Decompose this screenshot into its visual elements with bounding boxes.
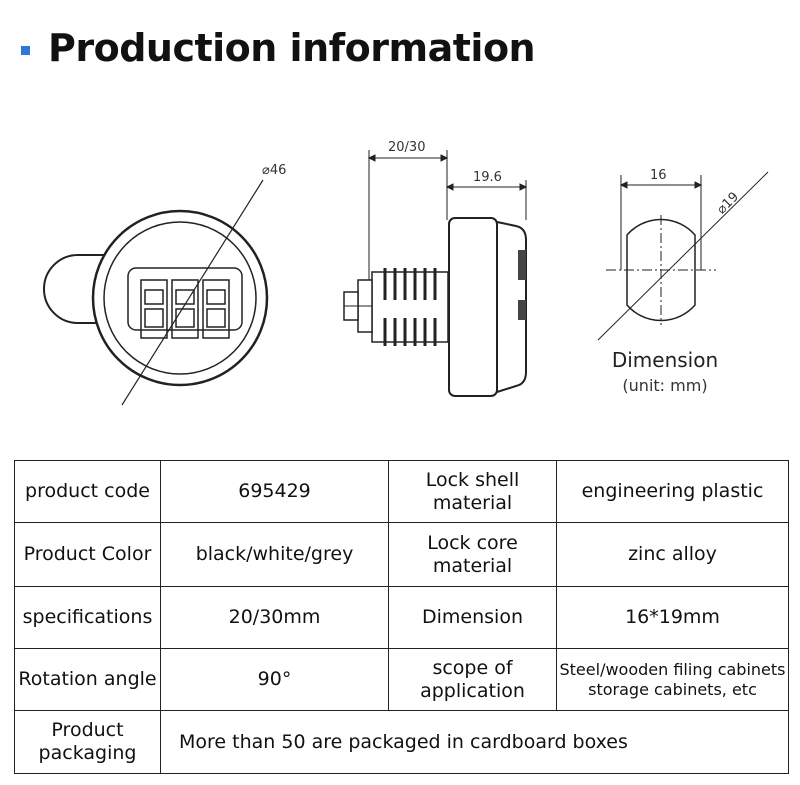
spec-value: engineering plastic xyxy=(556,460,789,523)
spec-value: Steel/wooden filing cabinets storage cab… xyxy=(556,648,789,711)
spec-label: scope of application xyxy=(388,648,557,711)
technical-drawing: ⌀46 20/30 19.6 xyxy=(43,140,769,406)
table-row: specifications 20/30mm Dimension 16*19mm xyxy=(14,586,789,649)
side-depth-label: 19.6 xyxy=(473,170,502,185)
side-width-label: 20/30 xyxy=(388,140,425,155)
spec-label: Product Color xyxy=(14,522,161,587)
front-view xyxy=(43,179,269,406)
spec-value: 16*19mm xyxy=(556,586,789,649)
cam-diameter-label: ⌀19 xyxy=(714,189,742,217)
table-row: Product packaging More than 50 are packa… xyxy=(14,710,789,774)
front-diameter-label: ⌀46 xyxy=(262,163,286,178)
threads xyxy=(383,268,437,346)
table-row: Product Color black/white/grey Lock core… xyxy=(14,522,789,587)
dimension-caption: Dimension xyxy=(611,348,719,372)
spec-value: black/white/grey xyxy=(160,522,389,587)
page-title: Production information xyxy=(48,26,536,70)
cam-width-label: 16 xyxy=(650,168,667,183)
title-bullet xyxy=(21,46,30,55)
dimension-unit: (unit: mm) xyxy=(622,376,708,395)
spec-value: zinc alloy xyxy=(556,522,789,587)
spec-label: product code xyxy=(14,460,161,523)
side-view xyxy=(343,150,528,397)
spec-label: Dimension xyxy=(388,586,557,649)
table-row: Rotation angle 90° scope of application … xyxy=(14,648,789,711)
table-row: product code 695429 Lock shell material … xyxy=(14,460,789,523)
spec-value: More than 50 are packaged in cardboard b… xyxy=(160,710,789,774)
spec-table: product code 695429 Lock shell material … xyxy=(14,460,789,774)
spec-label: Product packaging xyxy=(14,710,161,774)
cam-view xyxy=(597,171,769,341)
spec-value: 20/30mm xyxy=(160,586,389,649)
spec-label: Rotation angle xyxy=(14,648,161,711)
spec-label: Lock core material xyxy=(388,522,557,587)
spec-value: 695429 xyxy=(160,460,389,523)
spec-label: specifications xyxy=(14,586,161,649)
spec-value: 90° xyxy=(160,648,389,711)
spec-label: Lock shell material xyxy=(388,460,557,523)
